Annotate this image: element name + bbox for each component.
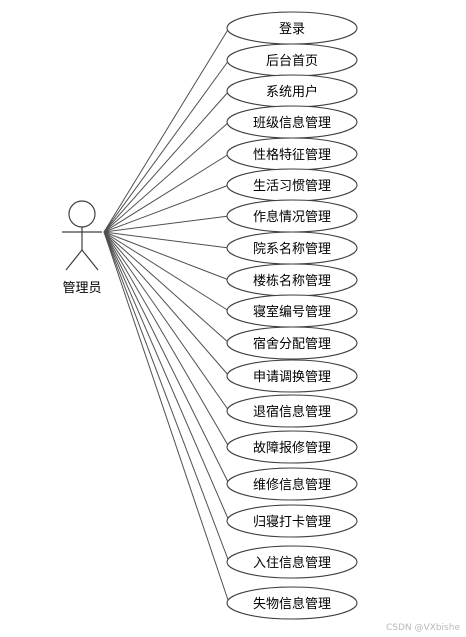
association-line — [103, 231, 230, 448]
association-line — [103, 153, 230, 233]
use-case-label: 退宿信息管理 — [253, 404, 331, 420]
use-case-label: 系统用户 — [266, 84, 318, 100]
use-case-label: 失物信息管理 — [253, 596, 331, 612]
use-case: 宿舍分配管理 — [226, 326, 358, 360]
use-case: 后台首页 — [226, 43, 358, 77]
use-case-ellipse — [226, 504, 358, 538]
association-line — [103, 231, 230, 604]
actor: 管理员 — [62, 200, 102, 296]
use-case-label: 生活习惯管理 — [253, 178, 331, 194]
use-case-label: 楼栋名称管理 — [253, 273, 331, 289]
use-case-ellipse — [226, 326, 358, 360]
use-case: 楼栋名称管理 — [226, 263, 358, 297]
association-line — [103, 27, 230, 233]
use-case-label: 寝室编号管理 — [253, 304, 331, 320]
use-case-ellipse — [226, 586, 358, 620]
actor-head — [68, 200, 96, 228]
use-case: 生活习惯管理 — [226, 168, 358, 202]
association-line — [103, 59, 230, 233]
association-line — [103, 184, 230, 233]
use-case-ellipse — [226, 430, 358, 464]
use-case-label: 宿舍分配管理 — [253, 336, 331, 352]
association-line — [103, 231, 230, 344]
use-case-ellipse — [226, 359, 358, 393]
use-case-label: 入住信息管理 — [253, 555, 331, 571]
association-line — [103, 231, 230, 563]
actor-right-leg — [81, 249, 99, 271]
association-line — [103, 231, 230, 249]
use-case: 院系名称管理 — [226, 231, 358, 265]
use-case: 维修信息管理 — [226, 467, 358, 501]
use-case: 寝室编号管理 — [226, 294, 358, 328]
use-case: 故障报修管理 — [226, 430, 358, 464]
use-case: 班级信息管理 — [226, 105, 358, 139]
association-line — [103, 231, 230, 312]
use-case: 申请调换管理 — [226, 359, 358, 393]
use-case-list: 登录后台首页系统用户班级信息管理性格特征管理生活习惯管理作息情况管理院系名称管理… — [226, 11, 358, 620]
association-line — [103, 231, 230, 522]
use-case-label: 登录 — [279, 22, 305, 37]
use-case-label: 归寝打卡管理 — [253, 514, 331, 530]
use-case-label: 作息情况管理 — [253, 209, 331, 225]
association-line — [103, 121, 230, 233]
use-case-label: 维修信息管理 — [253, 477, 331, 493]
association-line — [103, 231, 230, 485]
use-case: 退宿信息管理 — [226, 394, 358, 428]
association-line — [103, 215, 230, 233]
association-line — [103, 231, 230, 377]
actor-label: 管理员 — [62, 281, 101, 296]
use-case-label: 性格特征管理 — [253, 147, 331, 163]
use-case-label: 故障报修管理 — [253, 441, 331, 456]
use-case: 失物信息管理 — [226, 586, 358, 620]
use-case-label: 院系名称管理 — [253, 241, 331, 257]
use-case-ellipse — [226, 545, 358, 579]
use-case: 系统用户 — [226, 74, 358, 108]
use-case-label: 申请调换管理 — [253, 370, 331, 385]
use-case-ellipse — [226, 467, 358, 501]
use-case: 性格特征管理 — [226, 137, 358, 171]
use-case: 入住信息管理 — [226, 545, 358, 579]
actor-left-leg — [65, 249, 83, 271]
use-case-ellipse — [226, 394, 358, 428]
association-line — [103, 231, 230, 281]
use-case: 归寝打卡管理 — [226, 504, 358, 538]
association-line — [103, 90, 230, 233]
association-lines — [103, 27, 230, 604]
use-case: 登录 — [226, 11, 358, 45]
use-case-label: 班级信息管理 — [253, 115, 331, 131]
use-case-label: 后台首页 — [266, 54, 318, 69]
association-line — [103, 231, 230, 412]
watermark: CSDN @VXbishe — [386, 623, 460, 633]
use-case: 作息情况管理 — [226, 199, 358, 233]
